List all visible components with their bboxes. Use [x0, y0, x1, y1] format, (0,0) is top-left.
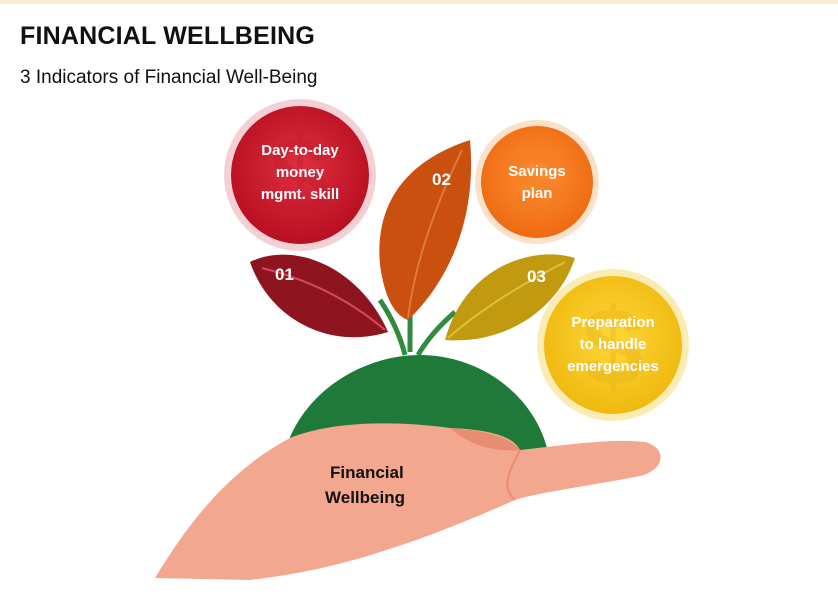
leaf-01: 01 [250, 254, 388, 338]
indicator-number-01: 01 [275, 265, 294, 284]
dollar-icon: $ [269, 116, 330, 239]
leaf-02: 02 [379, 140, 472, 320]
dollar-icon: $ [511, 133, 562, 235]
indicator-text-02-line2: plan [522, 185, 553, 202]
center-label-line1: Financial [330, 463, 404, 482]
indicator-text-03-line2: to handle [580, 336, 647, 353]
top-accent-bar [0, 0, 838, 4]
page-title: FINANCIAL WELLBEING [20, 22, 315, 50]
indicator-bubble-02: $ Savings plan [475, 120, 599, 244]
indicator-bubble-03: $ Preparation to handle emergencies [537, 269, 689, 421]
page-subtitle: 3 Indicators of Financial Well-Being [20, 67, 318, 88]
center-label-line2: Wellbeing [325, 488, 405, 507]
hand-illustration [155, 423, 661, 580]
indicator-text-01-line2: money [276, 164, 325, 181]
dollar-icon: $ [582, 286, 643, 409]
indicator-number-02: 02 [432, 170, 451, 189]
leaf-03: 03 [445, 254, 575, 341]
indicator-text-01-line1: Day-to-day [261, 142, 339, 159]
indicator-text-01-line3: mgmt. skill [261, 186, 339, 203]
indicator-number-03: 03 [527, 267, 546, 286]
indicator-text-03-line1: Preparation [571, 314, 654, 331]
indicator-bubble-01: $ Day-to-day money mgmt. skill [224, 99, 376, 251]
indicator-text-02-line1: Savings [508, 163, 566, 180]
indicator-text-03-line3: emergencies [567, 358, 659, 375]
